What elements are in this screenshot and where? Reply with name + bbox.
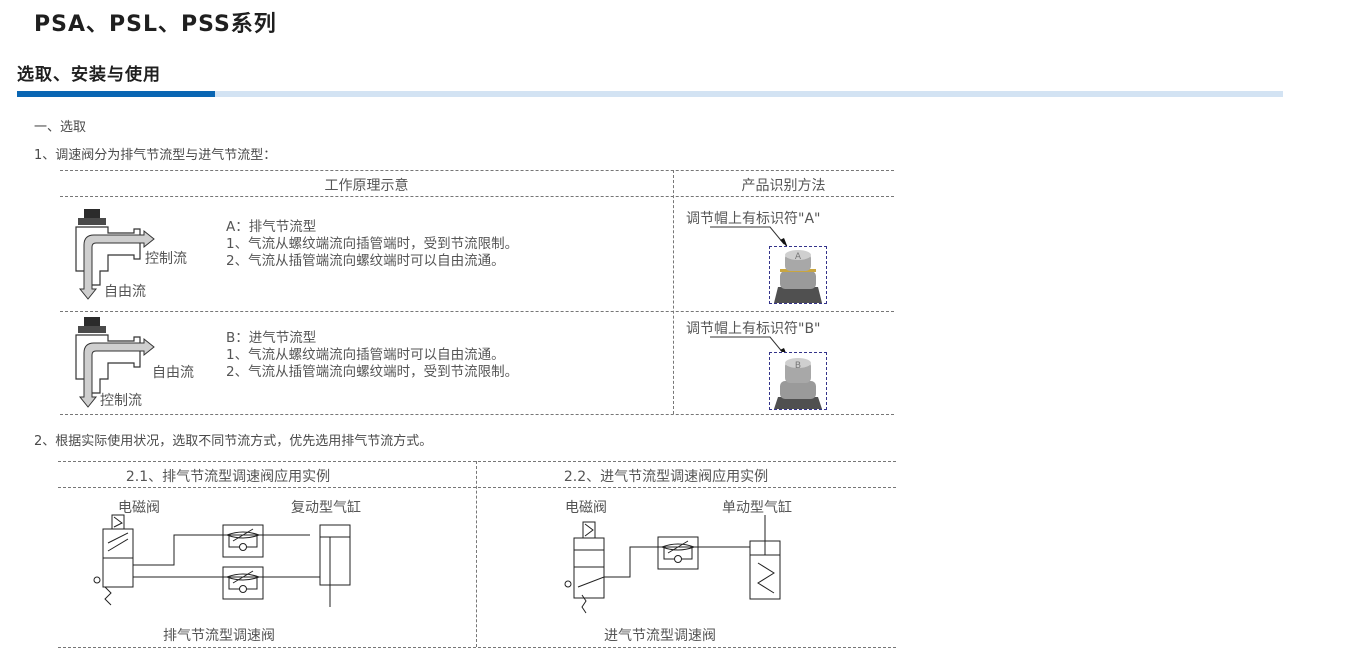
column-header-principle: 工作原理示意 [324,178,409,194]
table-row-divider [60,311,894,312]
flow-label-bottom: 控制流 [100,393,142,409]
type-title: A：排气节流型 [226,219,317,235]
type-line-2: 2、气流从插管端流向螺纹端时可以自由流通。 [226,253,505,269]
adjustment-knob-b-icon: B [774,358,822,409]
knob-mark: A [795,252,802,262]
panel-caption: 进气节流型调速阀 [604,628,716,644]
panel-header: 2.1、排气节流型调速阀应用实例 [125,469,331,485]
table-column-divider [673,170,674,414]
adjustment-knob-a-icon: A [774,250,822,303]
valve-label: 电磁阀 [565,500,607,516]
selection-item-1: 1、调速阀分为排气节流型与进气节流型： [34,148,277,163]
intake-throttle-fitting-icon [75,317,155,408]
flow-label-bottom: 自由流 [104,284,146,300]
flow-label-side: 自由流 [152,365,194,381]
table-header-divider [58,487,896,488]
leader-line-icon [710,226,788,248]
type-line-1: 1、气流从螺纹端流向插管端时可以自由流通。 [226,347,505,363]
selection-item-2: 2、根据实际使用状况，选取不同节流方式，优先选用排气节流方式。 [34,434,433,449]
cylinder-label: 单动型气缸 [722,500,792,516]
type-line-1: 1、气流从螺纹端流向插管端时，受到节流限制。 [226,236,519,252]
intake-circuit-diagram-icon [564,515,781,614]
section-title: 选取、安装与使用 [17,65,161,85]
exhaust-throttle-fitting-icon [75,209,155,300]
section-underline-light [215,91,1283,97]
knob-image-frame: A [769,246,827,304]
knob-image-frame: B [769,352,827,410]
table-border-bottom [60,414,894,415]
selection-heading: 一、选取 [34,120,87,135]
table-border-top [58,461,896,462]
identification-text: 调节帽上有标识符"B" [686,321,821,337]
section-underline-accent [17,91,215,97]
panel-caption: 排气节流型调速阀 [163,628,275,644]
valve-label: 电磁阀 [118,500,160,516]
panel-header: 2.2、进气节流型调速阀应用实例 [563,469,769,485]
knob-mark: B [795,361,801,371]
exhaust-circuit-diagram-icon [93,514,351,607]
flow-label-side: 控制流 [145,251,187,267]
identification-text: 调节帽上有标识符"A" [686,211,821,227]
table-border-bottom [58,647,896,648]
table-header-divider [60,196,894,197]
page-title: PSA、PSL、PSS系列 [34,12,277,37]
table-column-divider [476,461,477,647]
cylinder-label: 复动型气缸 [291,500,361,516]
type-title: B：进气节流型 [226,330,317,346]
table-border-top [60,170,894,171]
type-line-2: 2、气流从插管端流向螺纹端时，受到节流限制。 [226,364,519,380]
column-header-identification: 产品识别方法 [741,178,826,194]
